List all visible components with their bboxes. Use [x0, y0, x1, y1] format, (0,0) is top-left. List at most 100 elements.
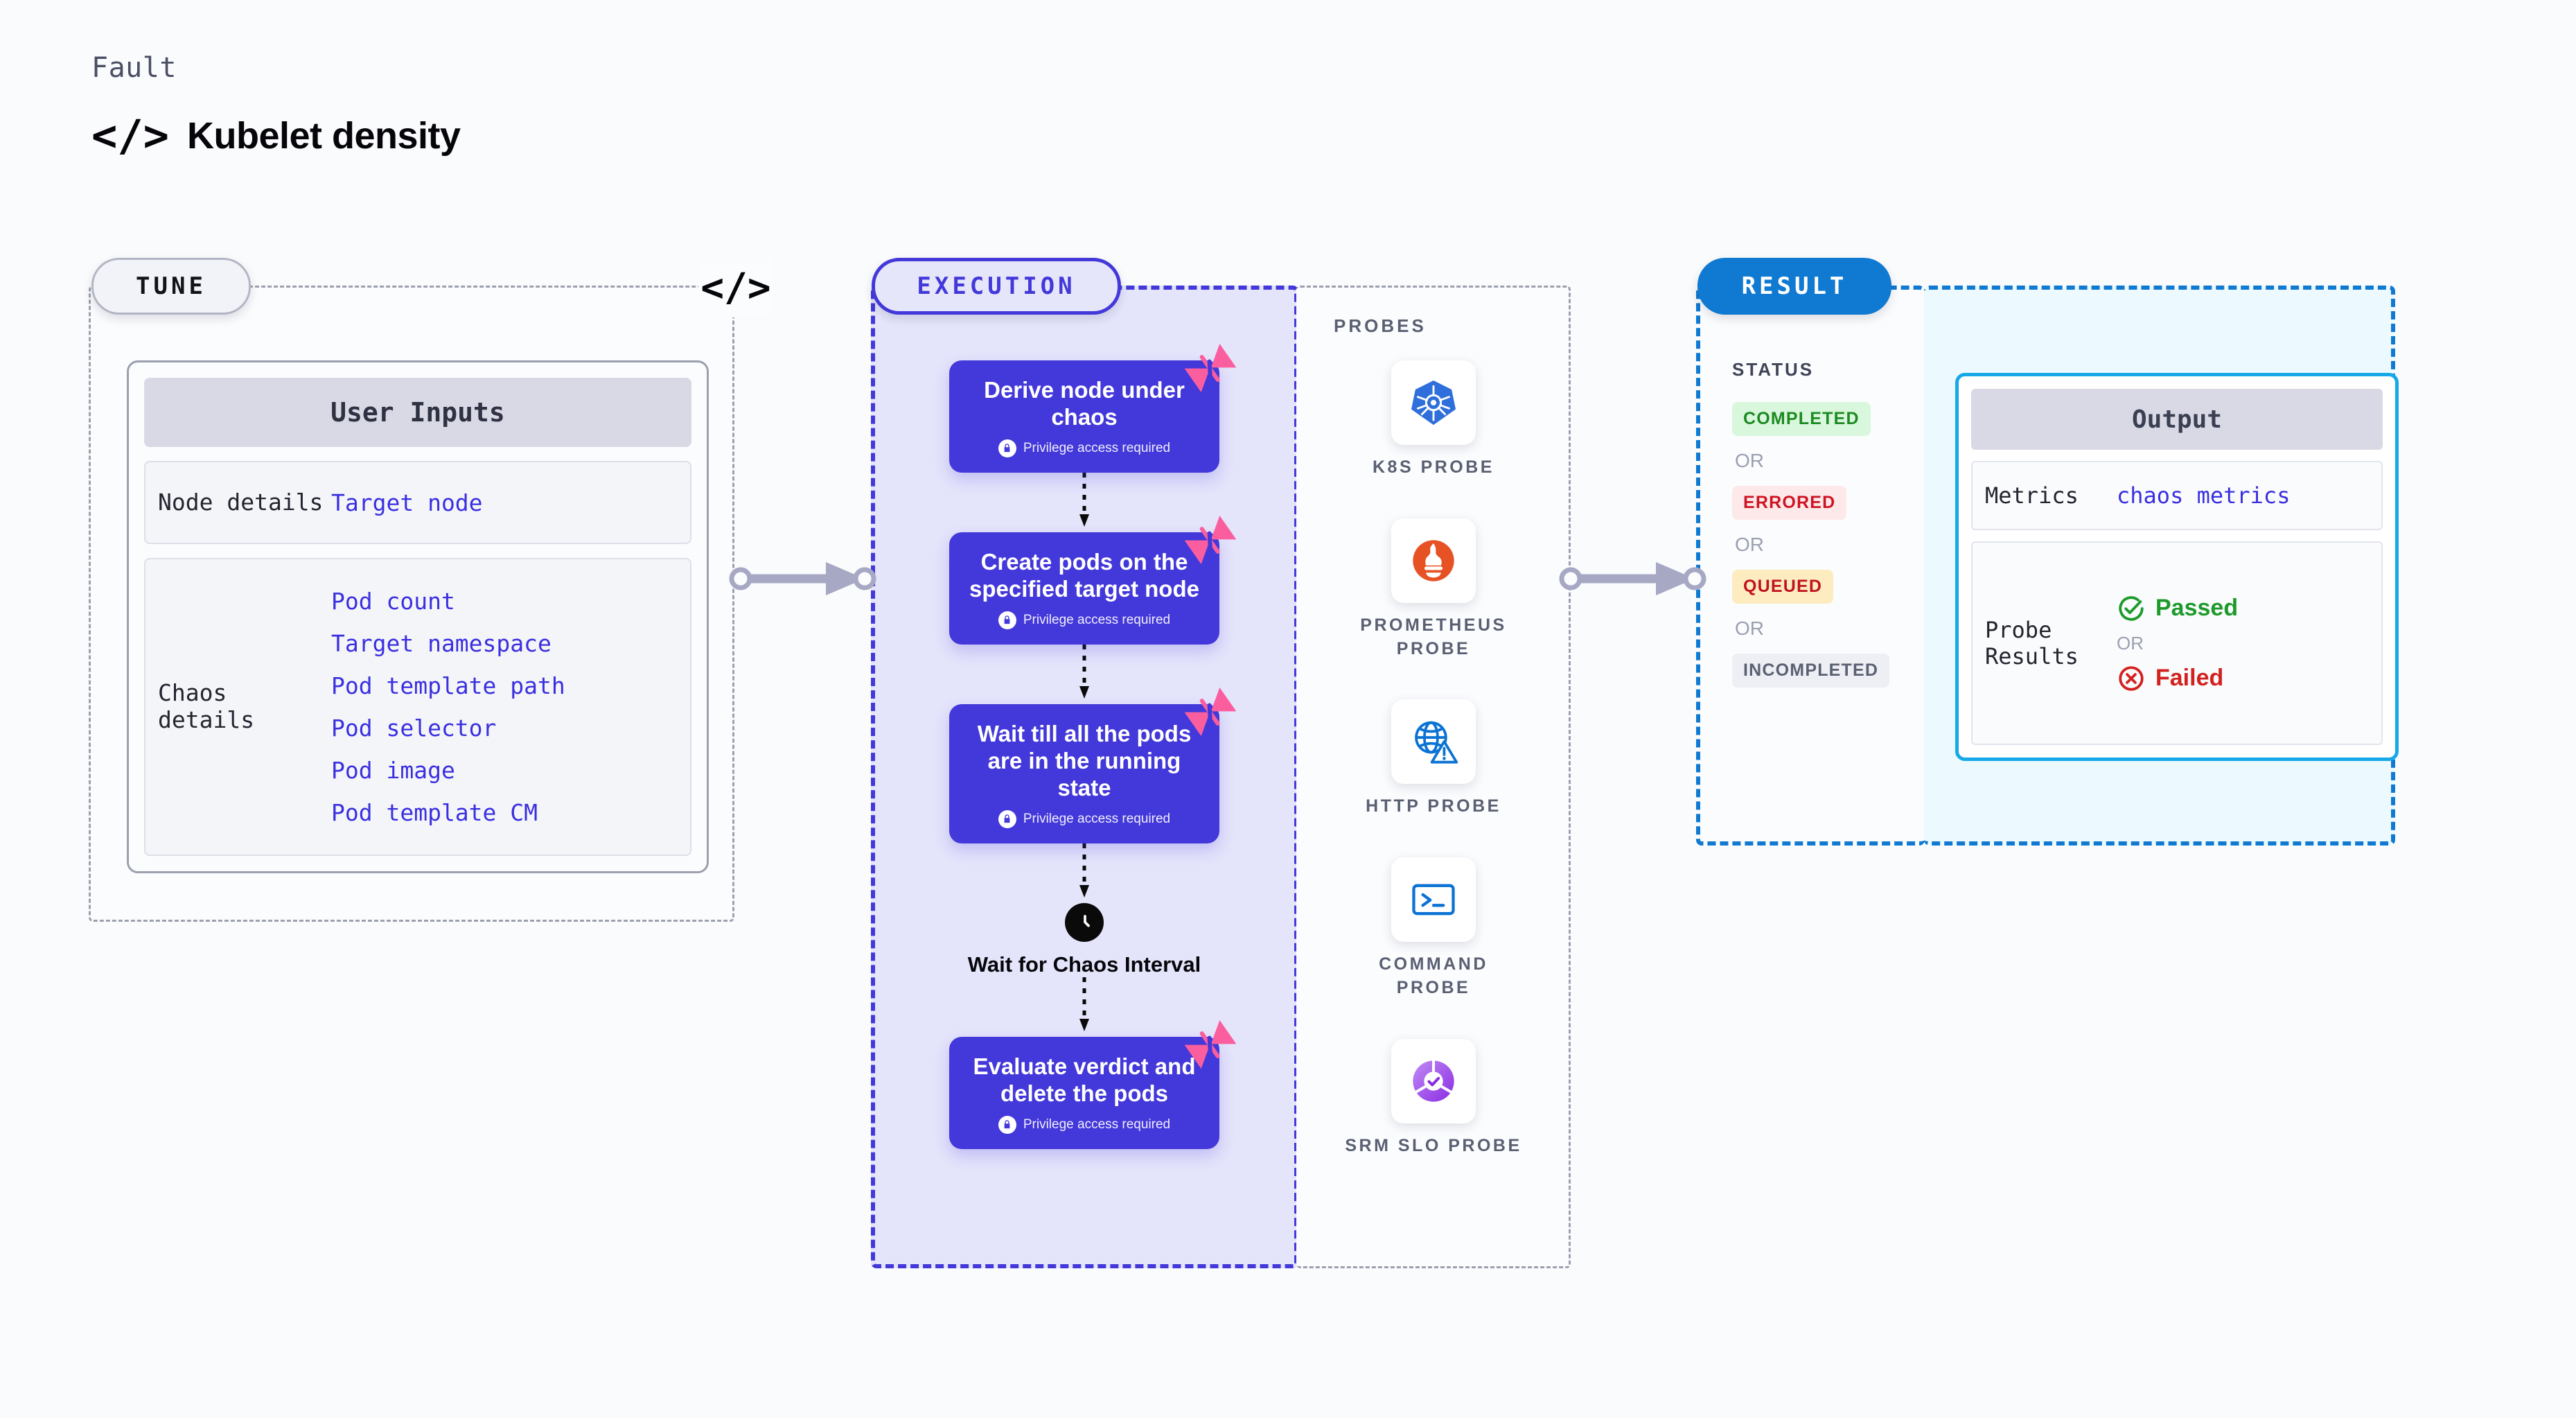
metrics-value[interactable]: chaos metrics: [2117, 482, 2291, 509]
input-pod-template-cm[interactable]: Pod template CM: [331, 799, 538, 826]
output-card-title: Output: [1971, 389, 2383, 450]
privileged-ribbon-icon: [1185, 515, 1236, 564]
status-badge-incompleted: INCOMPLETED: [1732, 654, 1890, 688]
privileged-ribbon-icon: [1185, 687, 1236, 736]
lock-icon: [998, 1115, 1016, 1134]
execution-step-2[interactable]: Create pods on the specified target node…: [949, 515, 1236, 645]
step-privilege-label: Privilege access required: [1023, 811, 1171, 826]
page-eyebrow: Fault: [91, 52, 177, 84]
status-or-2: OR: [1735, 534, 1764, 555]
result-panel: [1696, 286, 1925, 846]
execution-step-list: Derive node under chaos Privilege access…: [949, 344, 1236, 1149]
globe-warning-icon: [1415, 721, 1458, 764]
probe-label: COMMAND PROBE: [1379, 954, 1488, 997]
verdict-label: Failed: [2155, 665, 2224, 691]
probe-label: PROMETHEUS PROBE: [1360, 615, 1507, 658]
step-connector-4: [949, 977, 1219, 1037]
status-badge-queued: QUEUED: [1732, 570, 1834, 604]
execution-step-3[interactable]: Wait till all the pods are in the runnin…: [949, 687, 1236, 843]
probe-item-prometheus[interactable]: PROMETHEUS PROBE: [1343, 518, 1524, 661]
chaos-details-values: Pod count Target namespace Pod template …: [331, 588, 565, 826]
probe-tile: [1391, 857, 1476, 942]
stage-badge-execution[interactable]: EXECUTION: [872, 258, 1121, 315]
step-privilege-label: Privilege access required: [1023, 1117, 1171, 1132]
input-pod-template-path[interactable]: Pod template path: [331, 672, 565, 699]
step-title: Evaluate verdict and delete the pods: [973, 1053, 1196, 1106]
probes-heading: PROBES: [1334, 315, 1427, 336]
input-pod-selector[interactable]: Pod selector: [331, 715, 497, 742]
lock-icon: [998, 611, 1016, 629]
node-details-values: Target node: [331, 489, 483, 516]
step-privilege-note: Privilege access required: [963, 809, 1206, 828]
probe-tile: [1391, 518, 1476, 603]
status-badge-completed: COMPLETED: [1732, 402, 1871, 436]
input-pod-count[interactable]: Pod count: [331, 588, 455, 615]
input-target-namespace[interactable]: Target namespace: [331, 630, 552, 657]
page-title-row: </> Kubelet density: [91, 114, 461, 157]
status-heading: STATUS: [1732, 359, 1815, 380]
node-details-label: Node details: [158, 488, 324, 516]
probe-tile: [1391, 699, 1476, 785]
step-title: Wait till all the pods are in the runnin…: [977, 720, 1192, 800]
srm-slo-icon: [1413, 1058, 1454, 1102]
connector-probes-to-result: [1559, 562, 1706, 595]
probe-label: SRM SLO PROBE: [1345, 1135, 1522, 1155]
probe-item-http[interactable]: HTTP PROBE: [1343, 699, 1524, 819]
privileged-ribbon-icon: [1185, 1019, 1236, 1069]
x-circle-icon: [2119, 665, 2144, 691]
verdict-passed: Passed: [2117, 594, 2238, 623]
terminal-icon: [1412, 884, 1455, 916]
node-details-section: Node details Target node: [144, 461, 691, 544]
chaos-details-section: Chaos details Pod count Target namespace…: [144, 558, 691, 856]
boundary-code-icon: </>: [698, 258, 773, 317]
execution-step-1[interactable]: Derive node under chaos Privilege access…: [949, 344, 1236, 473]
wait-for-chaos-interval-node: Wait for Chaos Interval: [949, 902, 1219, 977]
kubernetes-icon: [1411, 380, 1456, 426]
probe-item-srm-slo[interactable]: SRM SLO PROBE: [1343, 1038, 1524, 1158]
probe-item-command[interactable]: COMMAND PROBE: [1343, 857, 1524, 1000]
user-inputs-card: User Inputs Node details Target node Cha…: [127, 360, 709, 873]
verdict-or: OR: [2117, 632, 2144, 654]
check-circle-icon: [2119, 595, 2144, 621]
page-title: Kubelet density: [186, 115, 461, 157]
output-card: Output Metrics chaos metrics Probe Resul…: [1955, 373, 2399, 761]
step-connector-1: [949, 472, 1219, 532]
verdict-failed: Failed: [2117, 664, 2238, 693]
lock-icon: [998, 809, 1016, 828]
step-privilege-note: Privilege access required: [963, 1115, 1206, 1134]
connector-tune-to-execution: [729, 562, 876, 595]
step-privilege-label: Privilege access required: [1023, 612, 1171, 627]
lock-icon: [998, 439, 1016, 457]
output-metrics-row: Metrics chaos metrics: [1971, 461, 2383, 530]
step-connector-3: [949, 843, 1219, 903]
code-icon: </>: [91, 110, 169, 161]
execution-step-4[interactable]: Evaluate verdict and delete the pods Pri…: [949, 1019, 1236, 1149]
status-badge-errored: ERRORED: [1732, 486, 1847, 520]
probes-list: K8S PROBE PROMETHEUS PROBE: [1343, 360, 1524, 1157]
metrics-label: Metrics: [1985, 482, 2079, 509]
stage-badge-result[interactable]: RESULT: [1697, 258, 1891, 315]
user-inputs-title: User Inputs: [144, 378, 691, 447]
step-title: Create pods on the specified target node: [969, 548, 1199, 602]
input-pod-image[interactable]: Pod image: [331, 757, 455, 784]
probe-item-k8s[interactable]: K8S PROBE: [1343, 360, 1524, 480]
step-privilege-note: Privilege access required: [963, 611, 1206, 629]
input-target-node[interactable]: Target node: [331, 489, 483, 516]
stage-badge-tune[interactable]: TUNE: [91, 258, 251, 315]
chaos-details-label: Chaos details: [158, 679, 255, 733]
verdict-label: Passed: [2155, 595, 2239, 621]
step-title: Derive node under chaos: [984, 377, 1185, 430]
status-list: COMPLETED OR ERRORED OR QUEUED OR INCOMP…: [1732, 402, 1912, 688]
probe-label: K8S PROBE: [1373, 457, 1494, 477]
clock-icon: [1065, 902, 1104, 942]
status-or-3: OR: [1735, 618, 1764, 639]
probe-results-label: Probe Results: [1985, 616, 2079, 669]
status-or-1: OR: [1735, 450, 1764, 471]
probe-tile: [1391, 1038, 1476, 1123]
probe-label: HTTP PROBE: [1366, 796, 1501, 816]
prometheus-icon: [1413, 540, 1454, 581]
output-probe-results-row: Probe Results Passed OR Faile: [1971, 541, 2383, 745]
step-privilege-label: Privilege access required: [1023, 440, 1171, 455]
verdict-list: Passed OR Failed: [2117, 594, 2238, 693]
